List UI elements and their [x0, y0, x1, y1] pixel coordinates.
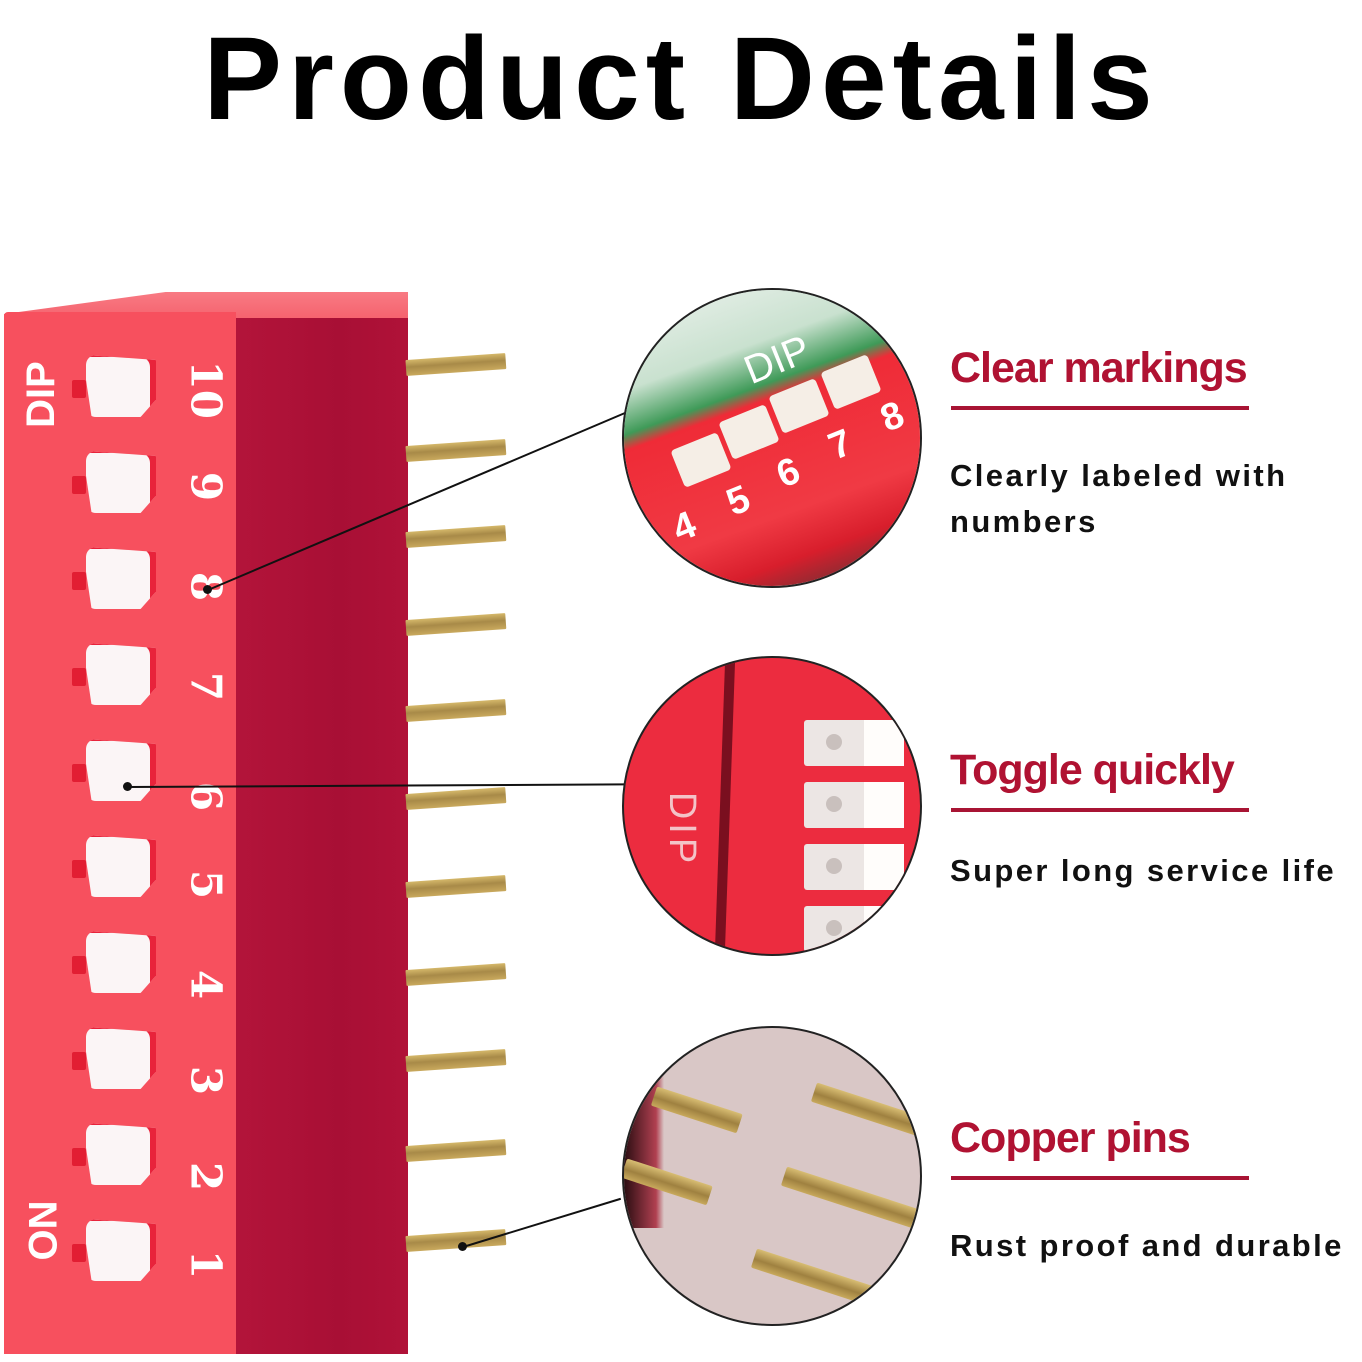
toggle-slot [72, 572, 86, 590]
toggle-switch-4 [86, 931, 156, 993]
toggle-switch-9 [86, 451, 156, 513]
heading-underline [951, 1176, 1249, 1180]
heading-underline [951, 808, 1249, 812]
feature-heading-copper-pins: Copper pins [950, 1114, 1191, 1162]
toggle-slot [72, 476, 86, 494]
copper-pin [405, 1049, 507, 1072]
toggle-switch-7 [86, 643, 156, 705]
switch-number: 1 [181, 1249, 231, 1280]
inset-pin [650, 1086, 743, 1134]
toggle-switch-8 [86, 547, 156, 609]
feature-heading-clear-markings: Clear markings [950, 344, 1248, 392]
switch-number: 2 [181, 1161, 231, 1192]
feature-desc-toggle-quickly: Super long service life [950, 853, 1336, 888]
copper-pin [405, 525, 507, 548]
copper-pin [405, 963, 507, 986]
dip-label: DIP [18, 361, 63, 428]
switch-number: 9 [181, 471, 231, 502]
toggle-switch-6 [86, 739, 156, 801]
dip-side-face [236, 318, 408, 1354]
feature-desc-copper-pins: Rust proof and durable [950, 1228, 1344, 1263]
callout-line-pins [462, 1197, 622, 1248]
heading-underline [951, 406, 1249, 410]
feature-desc-clear-markings: Clearly labeled with numbers [950, 458, 1288, 539]
copper-pin [405, 875, 507, 898]
copper-pin [405, 787, 507, 810]
switch-number: 3 [181, 1065, 231, 1096]
callout-dot [203, 585, 212, 594]
toggle-slot [72, 668, 86, 686]
inset-slide-switch [804, 782, 904, 828]
inset-slide-switch [804, 906, 904, 952]
switch-number: 6 [181, 781, 231, 812]
toggle-switch-2 [86, 1123, 156, 1185]
inset-gap [714, 658, 736, 954]
on-label: ON [21, 1200, 66, 1261]
inset-pin [810, 1082, 920, 1139]
copper-pin [405, 699, 507, 722]
switch-number: 10 [181, 360, 231, 419]
switch-number: 7 [181, 671, 231, 702]
inset-slide-switch [804, 720, 904, 766]
toggle-slot [72, 764, 86, 782]
toggle-slot [72, 1244, 86, 1262]
copper-pin [405, 439, 507, 462]
toggle-switch-5 [86, 835, 156, 897]
inset-pin [750, 1248, 881, 1308]
inset-copper-pins [622, 1026, 922, 1326]
toggle-slot [72, 860, 86, 878]
inset-dip-label: DIP [661, 791, 704, 868]
switch-number: 5 [181, 869, 231, 900]
toggle-slot [72, 1148, 86, 1166]
inset-body-edge [624, 1028, 664, 1228]
toggle-switch-3 [86, 1027, 156, 1089]
toggle-switch-10 [86, 355, 156, 417]
inset-slide-switch [804, 844, 904, 890]
inset-clear-markings: DIP 4 5 6 7 8 [622, 288, 922, 588]
callout-dot [123, 782, 132, 791]
switch-number: 4 [181, 969, 231, 1000]
inset-pin [780, 1166, 920, 1229]
callout-dot [458, 1242, 467, 1251]
toggle-slot [72, 1052, 86, 1070]
toggle-switch-1 [86, 1219, 156, 1281]
page-title: Product Details [203, 13, 1159, 145]
copper-pin [405, 1139, 507, 1162]
copper-pin [405, 613, 507, 636]
copper-pin [405, 353, 507, 376]
toggle-slot [72, 380, 86, 398]
feature-heading-toggle-quickly: Toggle quickly [950, 746, 1235, 794]
copper-pin [405, 1229, 507, 1252]
toggle-slot [72, 956, 86, 974]
inset-toggle-quickly: DIP [622, 656, 922, 956]
